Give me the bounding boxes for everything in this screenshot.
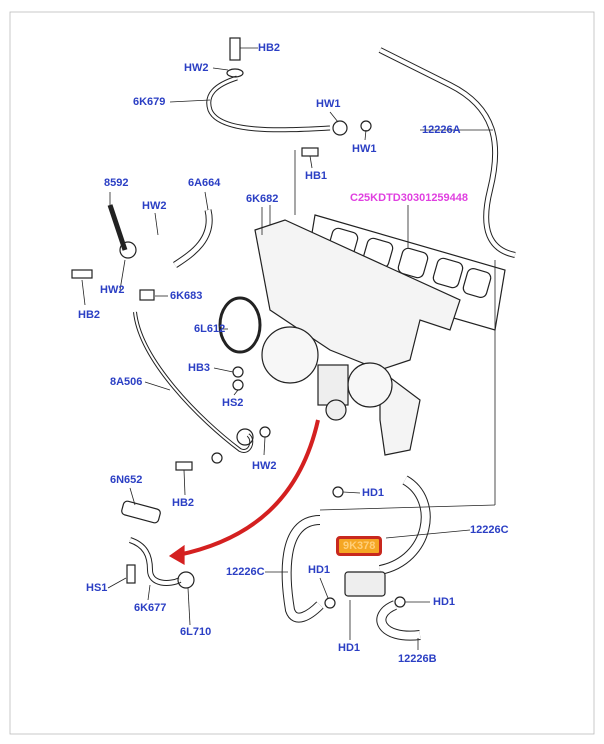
washer-hw2-low [211,452,223,464]
gasket-6n652 [121,500,161,524]
banjo-8a506 [236,428,254,446]
label-hw2-2: HW2 [142,200,167,212]
red-arrow [177,419,320,557]
label-hb2-3: HB2 [172,497,195,509]
clip-6l710 [177,571,195,589]
label-hd1: HD1 [362,487,385,499]
label-6k677: 6K677 [134,602,167,614]
fitting-hw1 [332,120,348,136]
label-6k683: 6K683 [170,290,203,302]
label-hw2-4: HW2 [252,460,277,472]
washer-hw1 [360,120,372,132]
label-8592: 8592 [104,177,129,189]
label-6k679: 6K679 [133,96,166,108]
frame [9,11,595,735]
washer-hw2-mid [259,426,271,438]
clip-hd1-top [332,486,344,498]
pipe-8592 [107,204,128,251]
label-hs1: HS1 [86,582,108,594]
label-8a506: 8A506 [110,376,143,388]
label-hs2: HS2 [222,397,244,409]
pipe-6k679-inner [207,76,331,132]
label-hw1-2: HW1 [352,143,377,155]
wastegate-actuator [317,364,349,406]
stud-hs1 [126,564,136,584]
label-6k682: 6K682 [246,193,279,205]
bolt-hb2 [229,37,241,61]
bolt-hb1 [301,147,319,157]
pipe-6k677 [128,537,182,586]
label-reference-code: C25KDTD30301259448 [350,192,469,204]
label-6l612: 6L612 [194,323,226,335]
clip-hd1-right [394,596,406,608]
label-9k378-highlighted: 9K378 [336,536,383,556]
label-6a664: 6A664 [188,177,221,189]
label-12226c-2: 12226C [226,566,265,578]
label-12226a: 12226A [422,124,461,136]
label-12226b: 12226B [398,653,437,665]
label-hb3: HB3 [188,362,211,374]
turbo-outlet [347,362,393,408]
label-hd1-3: HD1 [433,596,456,608]
washer-hw2 [226,68,244,78]
label-6l710: 6L710 [180,626,212,638]
label-hb1: HB1 [305,170,328,182]
connector-6k683 [139,289,155,301]
hose-12226a-inner [379,48,516,257]
label-hd1-2: HD1 [308,564,331,576]
stud-hs2 [232,379,244,391]
bolt-hb2-left [71,269,93,279]
banjo-8592 [119,241,137,259]
actuator-can [325,399,347,421]
label-6n652: 6N652 [110,474,143,486]
label-hd1-4: HD1 [338,642,361,654]
turbo-housing [261,326,319,384]
label-hw2: HW2 [184,62,209,74]
label-hw2-3: HW2 [100,284,125,296]
solenoid-9k378 [344,571,386,597]
leader-lines [81,47,496,650]
red-arrow-head [168,544,185,566]
label-hb2: HB2 [258,42,281,54]
bolt-hb3 [232,366,244,378]
label-12226c: 12226C [470,524,509,536]
label-hw1: HW1 [316,98,341,110]
clip-hd1-left [324,597,336,609]
label-hb2-2: HB2 [78,309,101,321]
gasket-6l612 [218,296,262,354]
bolt-hb2-mid [175,461,193,471]
